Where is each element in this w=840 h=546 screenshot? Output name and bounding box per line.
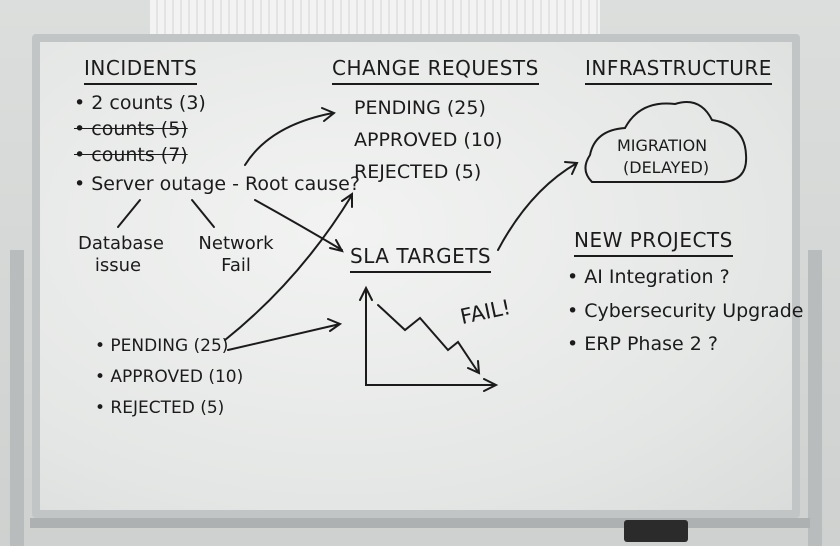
cloud-text-delayed: (DELAYED) xyxy=(623,158,710,177)
change-pending: PENDING (25) xyxy=(354,97,486,119)
status-approved: • APPROVED (10) xyxy=(95,367,244,387)
window-blinds xyxy=(150,0,600,36)
project-item: • ERP Phase 2 ? xyxy=(567,333,718,355)
cloud-text-migration: MIGRATION xyxy=(617,136,708,155)
incident-item-struck: • counts (5) xyxy=(74,118,188,140)
project-item: • Cybersecurity Upgrade xyxy=(567,300,804,322)
status-rejected: • REJECTED (5) xyxy=(95,398,225,418)
cause-database: Database issue xyxy=(78,233,164,276)
arrow-outage-to-sla xyxy=(254,199,344,253)
new-projects-title: NEW PROJECTS xyxy=(574,228,733,257)
infrastructure-title: INFRASTRUCTURE xyxy=(585,56,772,85)
incident-item-struck: • counts (7) xyxy=(74,144,188,166)
incident-item: • 2 counts (3) xyxy=(74,92,206,114)
project-item: • AI Integration ? xyxy=(567,266,730,288)
change-requests-title: CHANGE REQUESTS xyxy=(332,56,539,85)
arrow-pending-to-change xyxy=(224,192,353,341)
line-network xyxy=(191,199,215,228)
change-approved: APPROVED (10) xyxy=(354,129,503,151)
chart-axes xyxy=(359,285,499,392)
marker-tray xyxy=(30,518,810,528)
incident-item: • Server outage - Root cause? xyxy=(74,173,360,195)
change-rejected: REJECTED (5) xyxy=(354,161,482,183)
chart-decline-line xyxy=(377,304,481,375)
arrow-approved-to-chart xyxy=(227,318,343,351)
stand-left xyxy=(10,250,24,546)
cause-network: Network Fail xyxy=(198,233,274,276)
line-database xyxy=(117,199,141,228)
arrow-sla-to-infra xyxy=(497,161,579,251)
stand-right xyxy=(808,250,822,546)
whiteboard-surface xyxy=(40,42,792,510)
eraser xyxy=(624,520,688,542)
incidents-title: INCIDENTS xyxy=(84,56,198,85)
arrow-incidents-to-change xyxy=(244,107,336,166)
cloud-icon xyxy=(584,101,748,183)
sla-title: SLA TARGETS xyxy=(350,244,492,273)
status-pending: • PENDING (25) xyxy=(95,336,229,356)
